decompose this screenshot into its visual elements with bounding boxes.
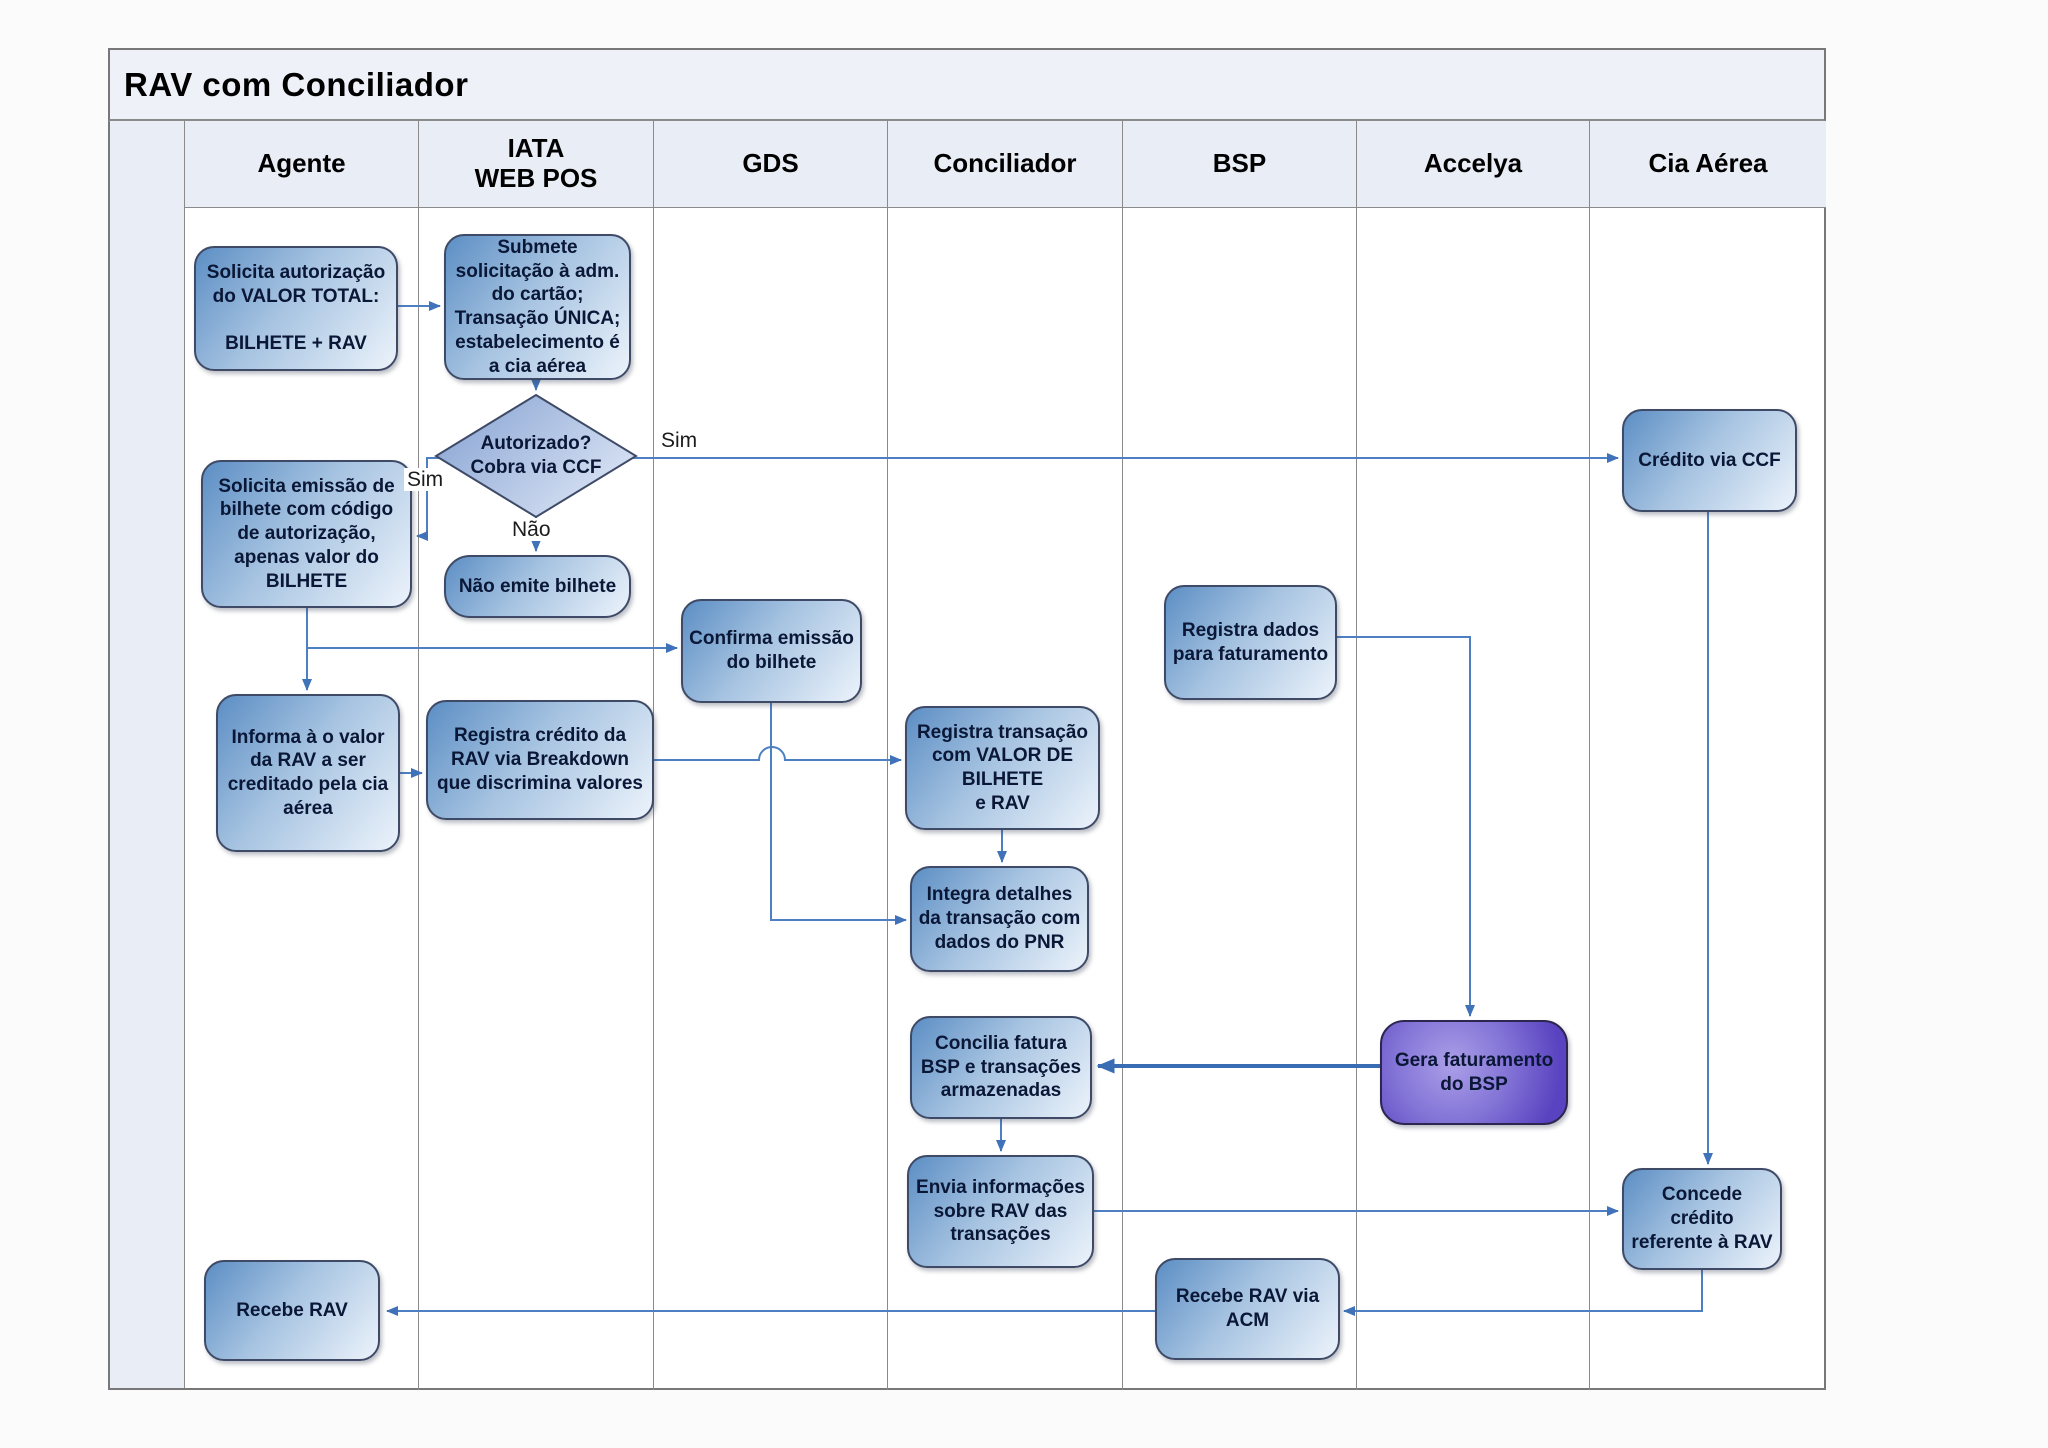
node-solicita-autorizacao: Solicita autorização do VALOR TOTAL: BIL… — [194, 246, 398, 371]
diagram-title-bar: RAV com Conciliador — [108, 48, 1826, 122]
node-integra-detalhes: Integra detalhes da transação com dados … — [910, 866, 1089, 972]
lane-header-row: Agente IATA WEB POS GDS Conciliador BSP … — [185, 121, 1826, 208]
node-concilia-fatura: Concilia fatura BSP e transações armazen… — [910, 1016, 1092, 1119]
lane-header-conciliador: Conciliador — [888, 121, 1123, 207]
edge-label-sim-emissao: Sim — [404, 468, 447, 492]
node-gera-faturamento-bsp: Gera faturamento do BSP — [1380, 1020, 1568, 1125]
decision-shape — [434, 393, 638, 519]
edge-label-nao: Não — [509, 518, 554, 542]
node-solicita-emissao: Solicita emissão de bilhete com código d… — [201, 460, 412, 608]
node-credito-via-ccf: Crédito via CCF — [1622, 409, 1797, 512]
lane-header-cia-aerea: Cia Aérea — [1648, 148, 1768, 179]
node-submete-solicitacao: Submete solicitação à adm. do cartão; Tr… — [444, 234, 631, 380]
lane-header-accelya: Accelya — [1357, 121, 1590, 207]
lane-divider — [887, 208, 888, 1390]
decision-autorizado-label: Autorizado? Cobra via CCF — [470, 433, 602, 478]
node-recebe-rav: Recebe RAV — [204, 1260, 380, 1361]
node-confirma-emissao: Confirma emissão do bilhete — [681, 599, 862, 703]
lane-header-iata-web-pos: IATA WEB POS — [419, 121, 654, 207]
lane-divider — [1122, 208, 1123, 1390]
node-envia-informacoes: Envia informações sobre RAV das transaçõ… — [907, 1155, 1094, 1268]
lane-divider — [1356, 208, 1357, 1390]
lane-divider — [418, 208, 419, 1390]
node-registra-credito-rav: Registra crédito da RAV via Breakdown qu… — [426, 700, 654, 820]
lane-header-agente: Agente — [185, 121, 419, 207]
diagram-title: RAV com Conciliador — [124, 65, 469, 103]
node-registra-transacao: Registra transação com VALOR DE BILHETE … — [905, 706, 1100, 830]
lane-divider — [1589, 208, 1590, 1390]
decision-autorizado: Autorizado? Cobra via CCF — [434, 393, 638, 519]
node-informa-valor-rav: Informa à o valor da RAV a ser creditado… — [216, 694, 400, 852]
left-margin-column — [110, 121, 185, 1388]
lane-header-gds: GDS — [654, 121, 888, 207]
node-recebe-rav-acm: Recebe RAV via ACM — [1155, 1258, 1340, 1360]
node-nao-emite-bilhete: Não emite bilhete — [444, 555, 631, 618]
node-registra-dados-faturamento: Registra dados para faturamento — [1164, 585, 1337, 700]
node-concede-credito-rav: Concede crédito referente à RAV — [1622, 1168, 1782, 1270]
lane-header-bsp: BSP — [1123, 121, 1357, 207]
edge-label-sim-ccf: Sim — [658, 429, 701, 453]
